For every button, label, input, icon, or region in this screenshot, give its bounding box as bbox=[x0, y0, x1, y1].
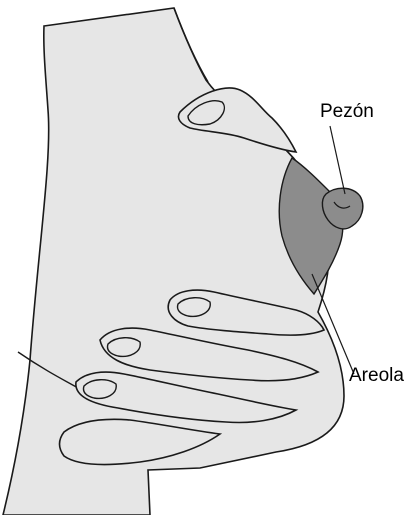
nipple-leader-line bbox=[330, 126, 345, 194]
middle-fingernail bbox=[107, 338, 140, 357]
nipple-label: Pezón bbox=[320, 101, 374, 123]
ring-fingernail bbox=[83, 380, 116, 399]
areola-label: Areola bbox=[349, 365, 404, 387]
index-fingernail bbox=[177, 298, 210, 317]
